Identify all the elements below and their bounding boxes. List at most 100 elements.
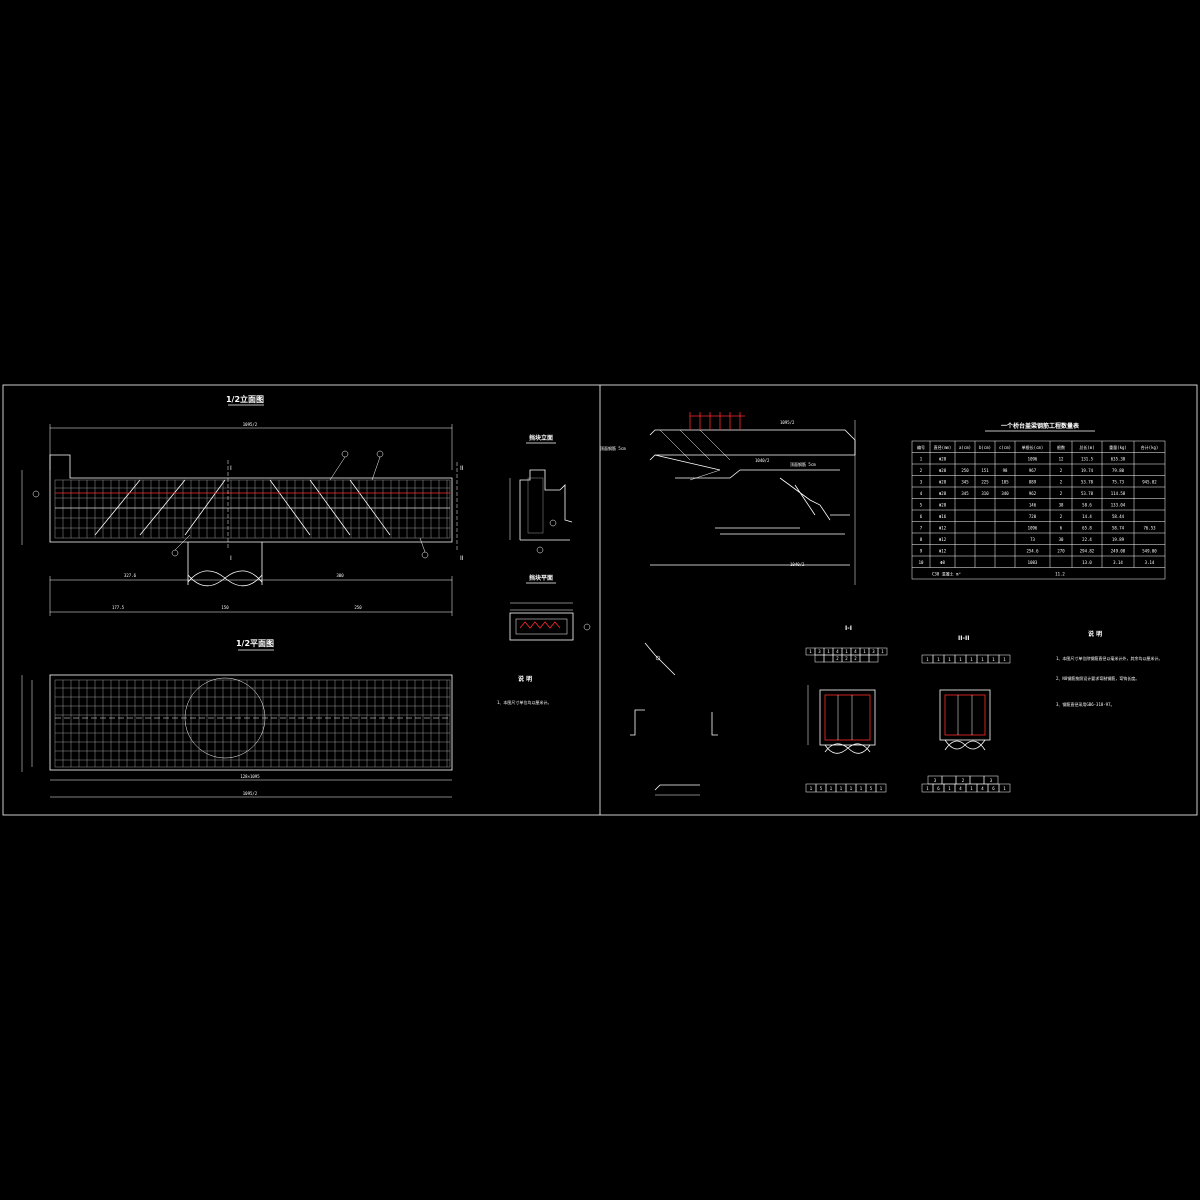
left-plan-title: 1/2平面图 <box>236 639 274 648</box>
section-mark-ii-bottom: II <box>460 555 464 562</box>
table-header-cell: 根数 <box>1057 444 1065 450</box>
table-header-cell: 编号 <box>917 444 925 450</box>
table-cell: Φ28 <box>939 457 947 462</box>
section-table-cell: 1 <box>809 649 812 654</box>
section-table-cell: 3 <box>818 649 821 654</box>
table-cell: 2 <box>920 468 923 473</box>
table-cell: 345 <box>961 491 969 496</box>
table-cell: Φ28 <box>939 468 947 473</box>
label-pad-top: 顶面钢筋 5cm <box>600 445 626 451</box>
table-cell: 38 <box>1059 503 1064 508</box>
table-cell: 73 <box>1030 537 1035 542</box>
table-cell: 3 <box>920 480 923 485</box>
table-cell: 1083 <box>1028 560 1038 565</box>
table-cell: 30 <box>1059 537 1064 542</box>
table-footer-label: C30 混凝土 m³ <box>932 571 961 577</box>
section-2-title: II-II <box>958 635 969 642</box>
small-rebar-details <box>630 642 718 796</box>
table-cell: Φ28 <box>939 503 947 508</box>
table-cell: 549.00 <box>1142 549 1157 554</box>
table-cell: 945.02 <box>1142 480 1157 485</box>
table-cell: 58.6 <box>1082 503 1092 508</box>
table-cell: 967 <box>1029 468 1037 473</box>
section-1-drawing <box>807 685 876 754</box>
section-table-cell: 1 <box>992 657 995 662</box>
table-cell: 79.80 <box>1112 468 1125 473</box>
table-cell: 22.4 <box>1082 537 1092 542</box>
table-cell: Φ12 <box>939 526 947 531</box>
table-cell: 6 <box>920 514 923 519</box>
table-cell: 105 <box>1001 480 1009 485</box>
table-cell: 53.78 <box>1081 491 1094 496</box>
section-table-cell: 1 <box>850 786 853 791</box>
table-cell: 2 <box>1060 480 1063 485</box>
table-cell: 19.89 <box>1112 537 1125 542</box>
table-cell: Φ28 <box>939 480 947 485</box>
dim-right-top: 1095/2 <box>780 420 795 425</box>
section-table-cell: 3 <box>990 778 993 783</box>
table-header-cell: 总长(m) <box>1079 444 1094 450</box>
section-table-cell: 5 <box>820 786 823 791</box>
section-table-cell: 6 <box>937 786 940 791</box>
table-cell: 962 <box>1029 491 1037 496</box>
dim-plan-inner: 128×1095 <box>240 774 260 779</box>
table-cell: 250 <box>961 468 969 473</box>
table-cell: 2 <box>1060 491 1063 496</box>
table-cell: 53.78 <box>1081 480 1094 485</box>
table-header-cell: 直径(mm) <box>934 444 952 450</box>
table-cell: 270 <box>1057 549 1065 554</box>
table-cell: 1096 <box>1028 526 1038 531</box>
dim-right-mid: 1040/2 <box>755 458 770 463</box>
pier-column <box>187 542 263 587</box>
table-cell: 340 <box>1001 491 1009 496</box>
section-table-cell: 2 <box>845 656 848 661</box>
table-cell: Φ28 <box>939 491 947 496</box>
table-cell: Φ12 <box>939 537 947 542</box>
table-cell: 114.58 <box>1111 491 1126 496</box>
table-cell: 133.04 <box>1111 503 1126 508</box>
table-cell: 151 <box>981 468 989 473</box>
table-cell: 75.73 <box>1112 480 1125 485</box>
section-table-cell: 1 <box>1003 786 1006 791</box>
section-table-cell: 1 <box>948 657 951 662</box>
block-elev-title: 挡块立面 <box>529 434 553 442</box>
table-cell: Φ16 <box>939 514 947 519</box>
section-table-cell: 1 <box>970 786 973 791</box>
table-title: 一个桥台盖梁钢筋工程数量表 <box>1001 422 1080 430</box>
table-cell: 98 <box>1003 468 1008 473</box>
table-header-cell: 合计(kg) <box>1141 444 1159 450</box>
section-table-cell: 3 <box>934 778 937 783</box>
table-header-cell: 单根长(cm) <box>1022 444 1044 450</box>
table-cell: 310 <box>981 491 989 496</box>
table-cell: 889 <box>1029 480 1037 485</box>
section-table-cell: 1 <box>937 657 940 662</box>
section-table-cell: 2 <box>854 656 857 661</box>
plan-beam <box>49 674 453 771</box>
table-cell: 9 <box>920 549 923 554</box>
table-cell: 2 <box>1060 468 1063 473</box>
section-table-cell: 3 <box>872 649 875 654</box>
block-plan <box>509 602 591 641</box>
table-header-cell: c(cm) <box>999 445 1011 450</box>
table-header-cell: a(cm) <box>959 445 971 450</box>
section-table-cell: 1 <box>860 786 863 791</box>
table-cell: 720 <box>1029 514 1037 519</box>
dim-span-b: 300 <box>336 573 344 578</box>
left-elevation-title: 1/2立面图 <box>226 394 264 404</box>
table-cell: 19.74 <box>1081 468 1094 473</box>
section-table-cell: 1 <box>827 649 830 654</box>
table-cell: 58.44 <box>1112 514 1125 519</box>
table-cell: 225 <box>981 480 989 485</box>
section-table-cell: 1 <box>845 649 848 654</box>
dim-total-top: 1095/2 <box>243 422 258 427</box>
section-table-cell: 5 <box>870 786 873 791</box>
section-table-cell: 2 <box>836 656 839 661</box>
table-cell: 131.5 <box>1081 457 1094 462</box>
section-table-cell: 1 <box>981 657 984 662</box>
section-table-cell: 1 <box>830 786 833 791</box>
section-2-drawing <box>939 689 991 751</box>
notes-right-1: 1、本图尺寸单位除钢筋直径以毫米计外，其余均以厘米计。 <box>1056 655 1162 661</box>
table-cell: 1096 <box>1028 457 1038 462</box>
table-cell: 6 <box>1060 526 1063 531</box>
